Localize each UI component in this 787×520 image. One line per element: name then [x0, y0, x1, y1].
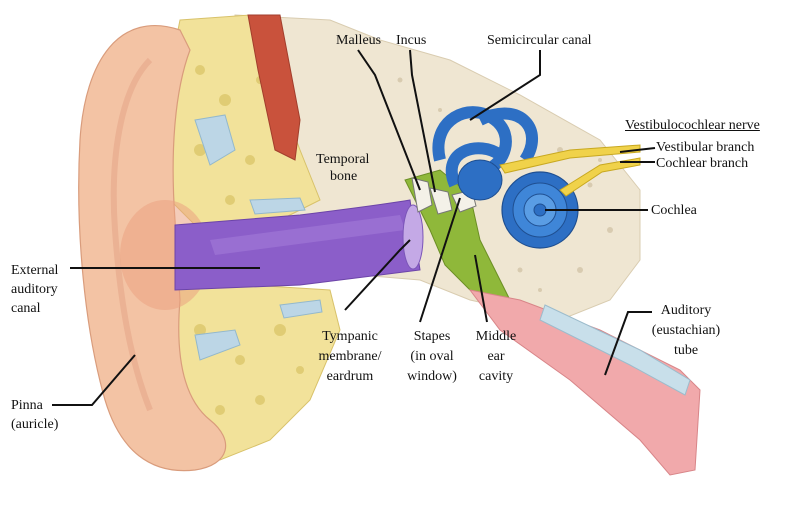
malleus-bone [411, 177, 433, 213]
tympanic-membrane [402, 204, 424, 270]
bone-texture [397, 77, 613, 292]
leader-vestibular-branch [619, 147, 656, 153]
leader-middle-ear [474, 254, 488, 323]
cartilage-upper [194, 114, 236, 166]
label-vestibular-branch: Vestibular branch [656, 140, 755, 155]
leader-stapes [419, 197, 461, 323]
label-semicircular-canal: Semicircular canal [487, 33, 592, 48]
label-cochlear-branch: Cochlear branch [656, 156, 749, 171]
label-auditory-tube-line3: tube [673, 343, 699, 358]
leader-pinna [52, 354, 136, 406]
label-middle-ear-line1: Middle [475, 329, 517, 344]
cartilage-lower [194, 329, 241, 361]
label-stapes-line2: (in oval [410, 349, 454, 364]
label-stapes-line1: Stapes [413, 329, 451, 344]
label-auditory-tube-line2: (eustachian) [651, 323, 721, 338]
label-pinna-line1: Pinna [11, 398, 43, 413]
label-temporal-bone-line1: Temporal [316, 152, 370, 167]
vestibular-branch-nerve [499, 144, 641, 174]
label-vestibulocochlear-nerve: Vestibulocochlear nerve [625, 118, 760, 133]
pinna-inner-fold [110, 57, 153, 412]
canal-highlight [210, 215, 405, 255]
cartilage-upper-2 [249, 197, 306, 215]
label-cochlea: Cochlea [651, 203, 697, 218]
label-auditory-tube-line1: Auditory [660, 303, 712, 318]
label-incus: Incus [396, 33, 427, 48]
label-middle-ear-line2: ear [487, 349, 505, 364]
vestibule [457, 159, 503, 201]
label-tympanic-line1: Tympanic [322, 329, 378, 344]
leader-auditory-tube [604, 311, 652, 376]
leader-semicircular-canal [469, 50, 541, 121]
leader-incus [409, 49, 436, 193]
label-external-canal-line2: auditory [11, 282, 58, 297]
semicircular-canals [432, 106, 538, 188]
label-pinna-line2: (auricle) [11, 417, 59, 432]
cartilage-lower-2 [279, 299, 323, 319]
cochlear-branch-nerve [559, 157, 641, 197]
label-external-canal-line3: canal [11, 301, 41, 316]
cochlea-shape [501, 171, 579, 249]
leader-lines [52, 49, 656, 406]
label-stapes-line3: window) [407, 369, 457, 384]
label-tympanic-line3: eardrum [326, 369, 374, 384]
muscle [247, 14, 301, 161]
leader-malleus [357, 49, 421, 191]
label-temporal-bone-line2: bone [330, 169, 358, 184]
label-external-canal-line1: External [11, 263, 59, 278]
leader-tympanic [344, 239, 411, 311]
incus-bone [429, 187, 453, 215]
label-tympanic-line2: membrane/ [318, 349, 382, 364]
label-middle-ear-line3: cavity [478, 369, 514, 384]
label-malleus: Malleus [336, 33, 382, 48]
